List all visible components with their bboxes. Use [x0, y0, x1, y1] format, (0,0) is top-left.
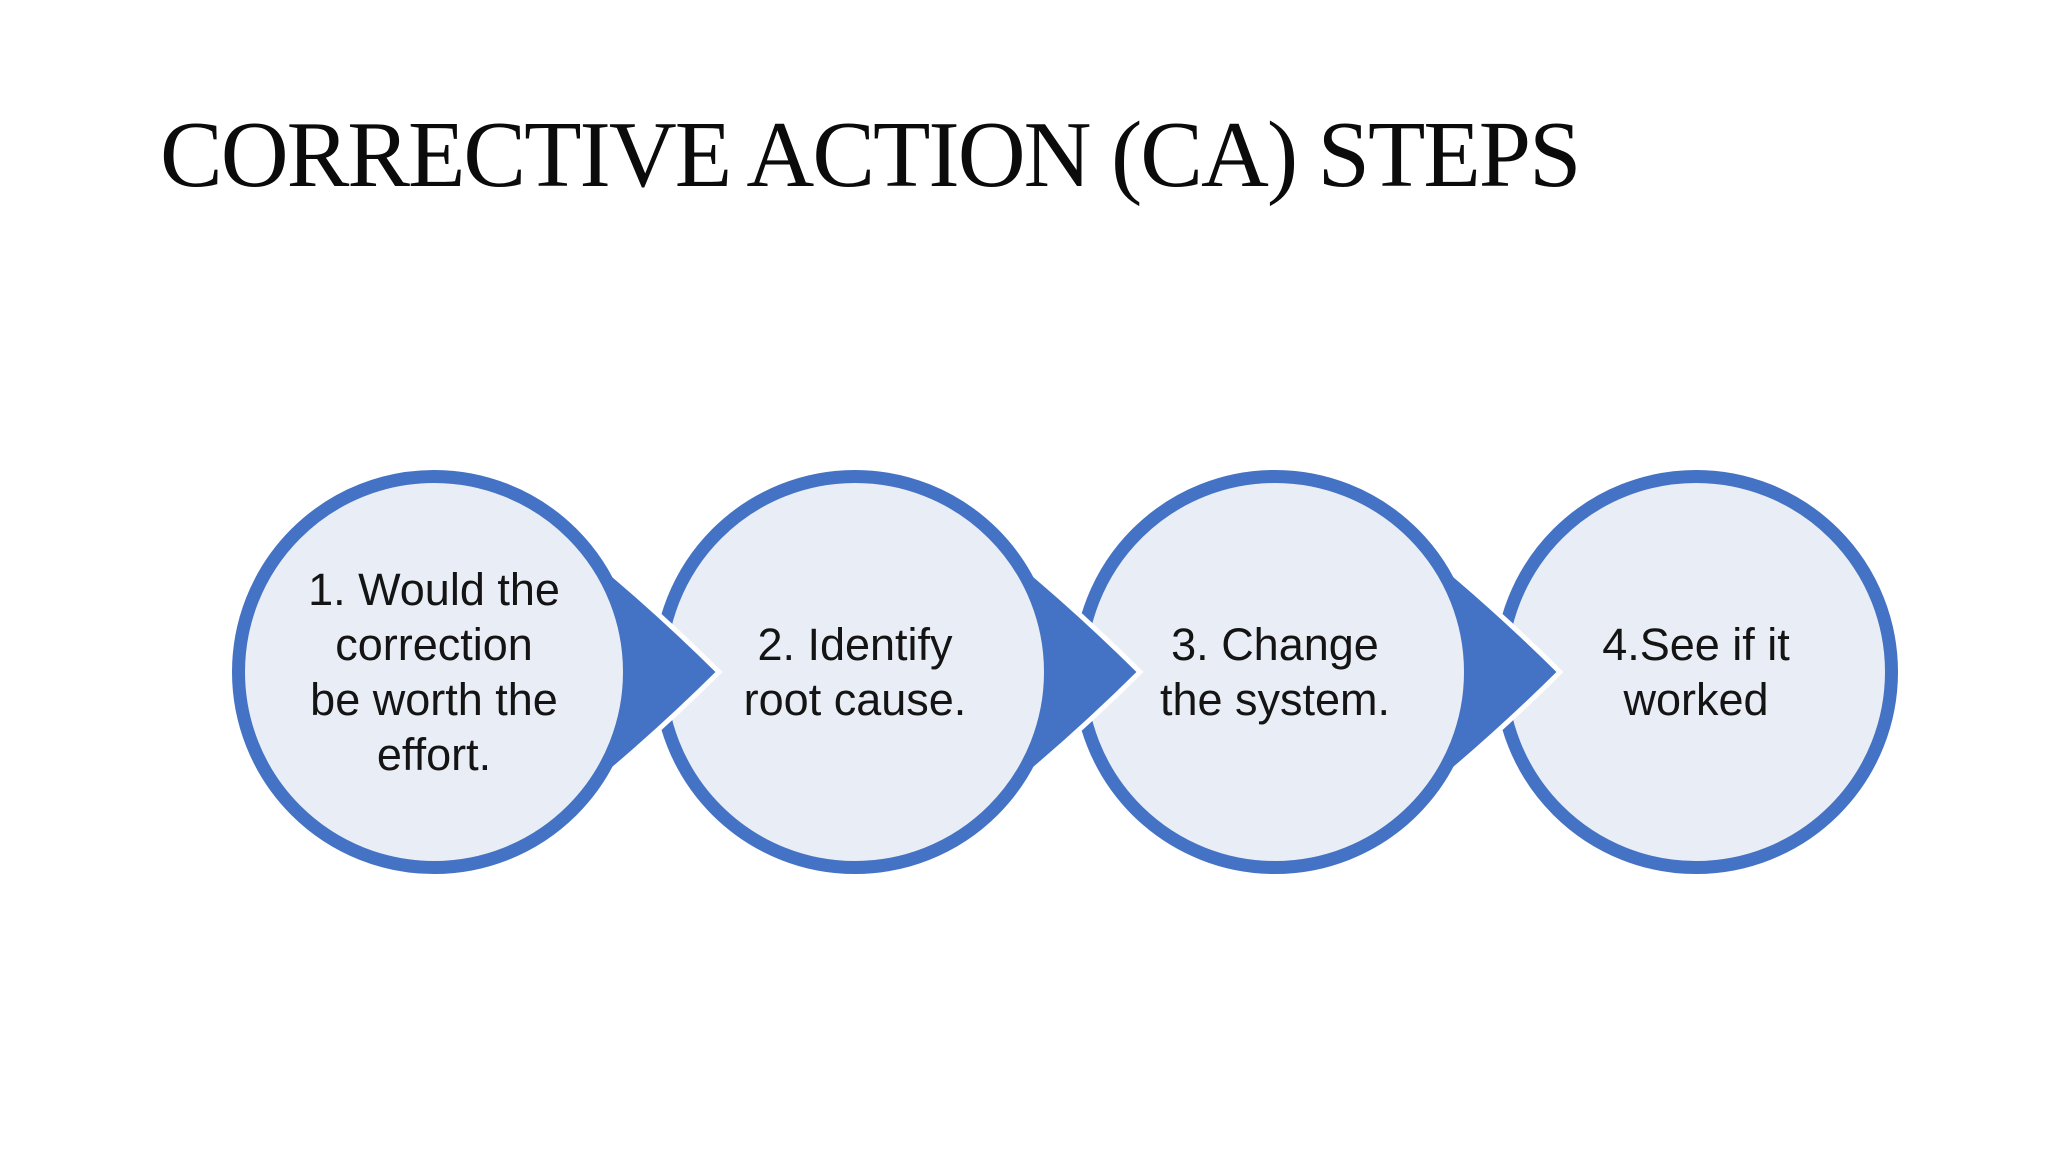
step-1-circle: [232, 470, 636, 874]
step-4-text: 4.See if it worked: [1506, 512, 1886, 832]
step-line: worked: [1623, 674, 1769, 725]
step-line: 4.See if it: [1602, 619, 1790, 670]
step-line: be worth the: [310, 674, 558, 725]
step-line: 3. Change: [1171, 619, 1379, 670]
step-3-text: 3. Change the system.: [1085, 512, 1465, 832]
step-line: 2. Identify: [757, 619, 953, 670]
step-line: 1. Would the: [308, 564, 560, 615]
step-1-text: 1. Would the correction be worth the eff…: [244, 512, 624, 832]
step-line: root cause.: [743, 674, 967, 725]
step-line: the system.: [1159, 674, 1391, 725]
step-2-text: 2. Identify root cause.: [665, 512, 1045, 832]
step-line: effort.: [376, 729, 492, 780]
slide-title: CORRECTIVE ACTION (CA) STEPS: [160, 103, 1581, 207]
step-line: correction: [335, 619, 533, 670]
